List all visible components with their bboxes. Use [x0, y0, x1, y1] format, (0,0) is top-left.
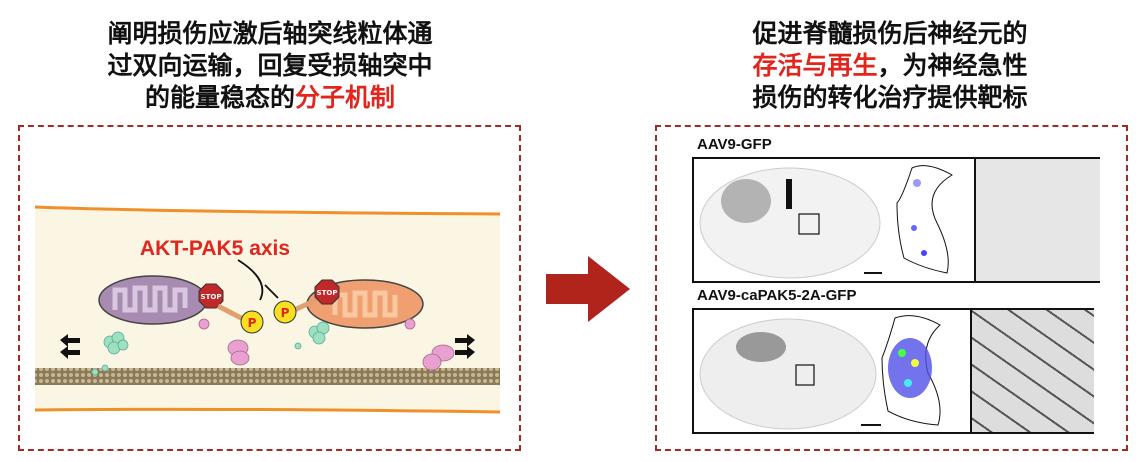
- panel-capak5: [692, 308, 1094, 434]
- kinesin-motor-left: [91, 331, 129, 376]
- density-map-capak5: [881, 315, 941, 426]
- right-title-line3: 损伤的转化治疗提供靶标: [752, 83, 1028, 112]
- right-title-line2: 存活与再生，为神经急性: [655, 50, 1125, 82]
- dynein-motor-right: [404, 318, 455, 371]
- right-frame: [655, 125, 1128, 451]
- left-title-line3-prefix: 的能量稳态的: [144, 83, 295, 112]
- axon-top-border: [34, 205, 501, 216]
- spinal-cord-section-capak5: [699, 318, 881, 430]
- phospho-label-right: P: [281, 306, 290, 320]
- phospho-right: [273, 300, 297, 324]
- stop-label-left: STOP: [201, 293, 222, 301]
- zoom-inset-control: [974, 159, 1100, 281]
- right-title-line2-suffix: ，为神经急性: [877, 51, 1028, 80]
- left-title-line3: 的能量稳态的分子机制: [20, 82, 520, 114]
- phospho-label-left: P: [248, 316, 257, 330]
- left-title: 阐明损伤应激后轴突线粒体通 过双向运输，回复受损轴突中 的能量稳态的分子机制: [20, 18, 520, 114]
- zoom-inset-capak5: [970, 310, 1094, 432]
- left-frame: [18, 125, 521, 451]
- panel-control: [692, 157, 1100, 283]
- right-title-highlight: 存活与再生: [752, 51, 878, 80]
- kinesin-motor-right: [294, 321, 330, 350]
- axis-label: AKT-PAK5 axis: [140, 237, 290, 260]
- stop-label-right: STOP: [317, 289, 338, 297]
- microtubule-track: [35, 368, 500, 385]
- stop-sign-left: STOP: [198, 283, 224, 309]
- right-title: 促进脊髓损伤后神经元的 存活与再生，为神经急性 损伤的转化治疗提供靶标: [655, 18, 1125, 114]
- axon-bottom-border: [34, 407, 501, 414]
- panel-label-control: AAV9-GFP: [697, 136, 772, 153]
- panel-label-capak5: AAV9-caPAK5-2A-GFP: [697, 287, 857, 304]
- anterograde-arrows-icon: [455, 334, 475, 359]
- big-red-arrow-icon: [546, 256, 630, 322]
- density-map-control: [896, 165, 953, 274]
- left-title-highlight: 分子机制: [295, 83, 396, 112]
- left-title-line1: 阐明损伤应激后轴突线粒体通: [107, 19, 433, 48]
- left-title-line2: 过双向运输，回复受损轴突中: [107, 51, 433, 80]
- phospho-left: [240, 310, 264, 334]
- stop-sign-right: STOP: [314, 279, 340, 305]
- spinal-cord-section-control: [699, 167, 882, 279]
- curved-arrow: [237, 259, 279, 301]
- retrograde-arrows-icon: [60, 334, 80, 359]
- right-title-line1: 促进脊髓损伤后神经元的: [752, 19, 1028, 48]
- mitochondria-transport-diagram: STOP STOP P P AKT-PAK5 axis: [34, 205, 501, 414]
- dynein-motor-left: [198, 318, 250, 366]
